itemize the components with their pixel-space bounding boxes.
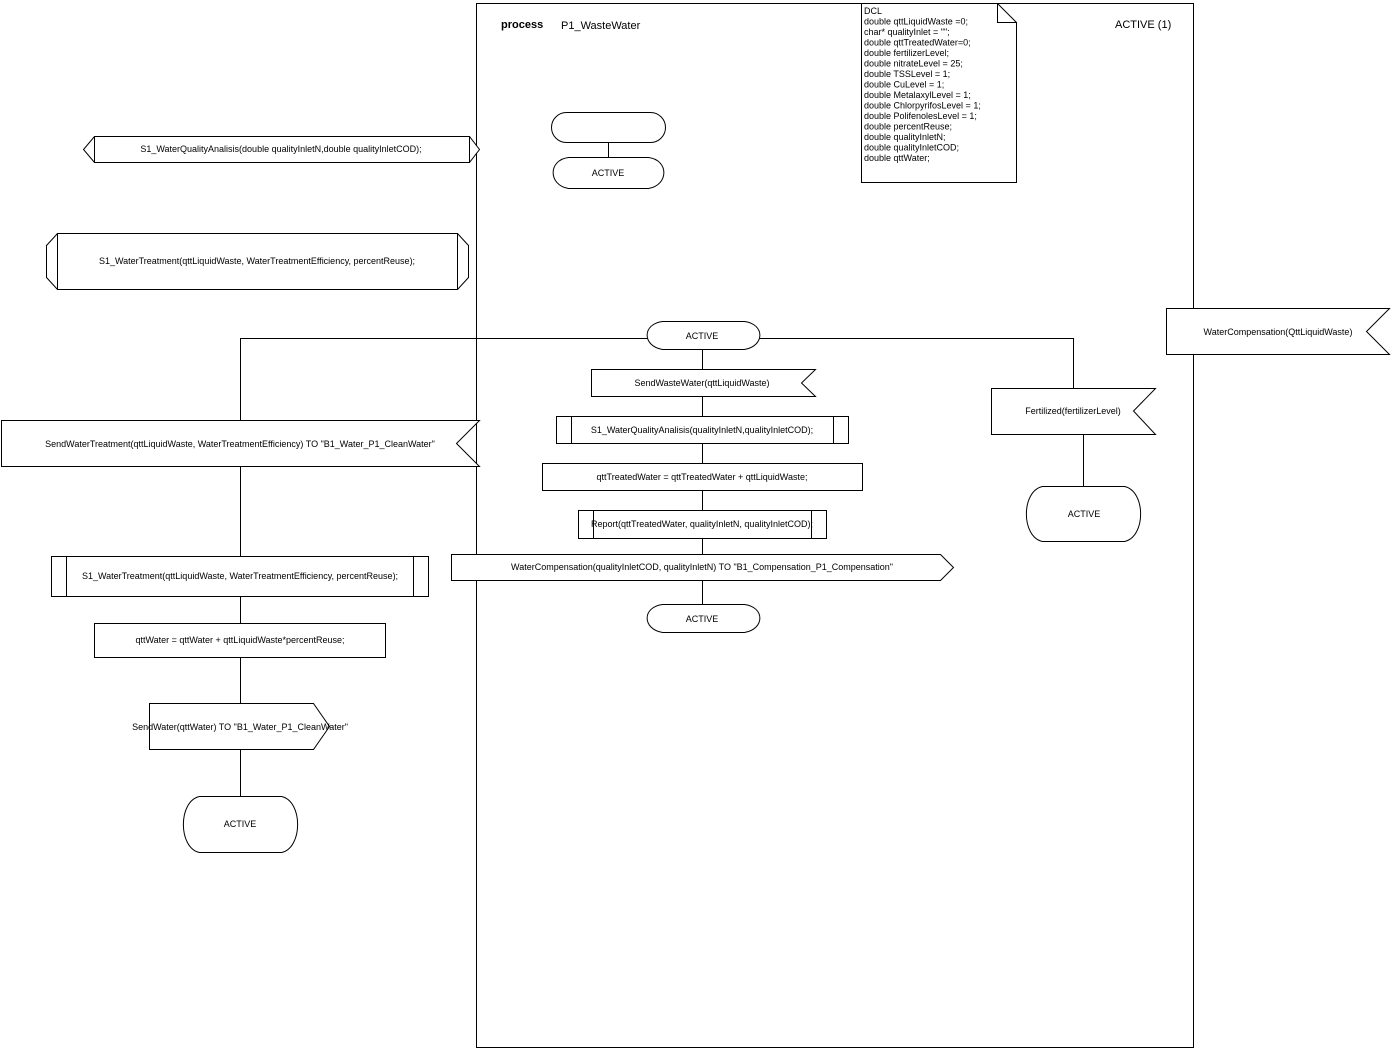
call-report-label: Report(qttTreatedWater, qualityInletN, q…: [591, 519, 813, 529]
dcl-fold-corner: [997, 3, 1017, 23]
dcl-line: double CuLevel = 1;: [864, 80, 944, 90]
dcl-text-symbol: [861, 3, 1017, 183]
input-send-water-treatment-label: SendWaterTreatment(qttLiquidWaste, Water…: [45, 439, 435, 449]
dcl-line: double qualityInletCOD;: [864, 143, 959, 153]
input-send-water-treatment: [1, 420, 481, 467]
output-water-compensation-label: WaterCompensation(qualityInletCOD, quali…: [511, 562, 893, 572]
state-active-right-label: ACTIVE: [1068, 509, 1101, 519]
signal-water-compensation-external-label: WaterCompensation(QttLiquidWaste): [1204, 327, 1353, 337]
dcl-line: double MetalaxylLevel = 1;: [864, 90, 971, 100]
process-name: P1_WasteWater: [561, 20, 641, 32]
dcl-line: double qttTreatedWater=0;: [864, 38, 971, 48]
input-send-waste-water-label: SendWasteWater(qttLiquidWaste): [634, 378, 769, 388]
call-water-treatment-label: S1_WaterTreatment(qttLiquidWaste, WaterT…: [82, 571, 398, 581]
task-qtt-water: [94, 623, 386, 658]
signal-water-compensation-external: [1166, 308, 1391, 355]
call-water-quality-analysis-label: S1_WaterQualityAnalisis(qualityInletN,qu…: [591, 425, 813, 435]
task-treated-water: [542, 463, 863, 491]
state-active-main-label: ACTIVE: [686, 331, 719, 341]
input-send-waste-water: [591, 369, 817, 397]
dcl-line: double qttWater;: [864, 153, 930, 163]
procedure-decl-quality-label: S1_WaterQualityAnalisis(double qualityIn…: [140, 144, 421, 154]
state-active-main-next: [646, 604, 761, 633]
dcl-line: DCL: [864, 6, 882, 16]
page-label: ACTIVE (1): [1115, 19, 1171, 31]
output-send-water: [149, 703, 331, 750]
state-active-right: [1025, 486, 1142, 542]
dcl-line: double fertilizerLevel;: [864, 48, 949, 58]
state-active-main-next-label: ACTIVE: [686, 614, 719, 624]
dcl-line: double qualityInletN;: [864, 132, 946, 142]
state-active-left-label: ACTIVE: [224, 819, 257, 829]
state-active-main: [646, 321, 761, 350]
dcl-line: double qttLiquidWaste =0;: [864, 17, 968, 27]
output-water-compensation: [451, 554, 955, 581]
dcl-line: double percentReuse;: [864, 122, 952, 132]
dcl-line: char* qualityInlet = "";: [864, 27, 950, 37]
procedure-decl-treatment-label: S1_WaterTreatment(qttLiquidWaste, WaterT…: [99, 256, 415, 266]
start-symbol: [551, 112, 666, 143]
dcl-line: double TSSLevel = 1;: [864, 69, 950, 79]
input-fertilized-label: Fertilized(fertilizerLevel): [1025, 406, 1121, 416]
dcl-line: double nitrateLevel = 25;: [864, 59, 963, 69]
state-active-left: [182, 796, 299, 853]
state-start-active-label: ACTIVE: [592, 168, 625, 178]
call-report: [578, 510, 827, 539]
state-start-active: [552, 157, 665, 189]
dcl-line: double ChlorpyrifosLevel = 1;: [864, 101, 981, 111]
task-qtt-water-label: qttWater = qttWater + qttLiquidWaste*per…: [135, 635, 344, 645]
flow-right-branch: [759, 338, 1074, 388]
call-water-quality-analysis: [556, 416, 849, 444]
dcl-line: double PolifenolesLevel = 1;: [864, 111, 977, 121]
process-keyword: process: [501, 19, 543, 31]
task-treated-water-label: qttTreatedWater = qttTreatedWater + qttL…: [597, 472, 808, 482]
flow-left-branch: [240, 338, 648, 420]
input-fertilized: [991, 388, 1157, 435]
call-water-treatment: [51, 556, 429, 597]
output-send-water-label: SendWater(qttWater) TO "B1_Water_P1_Clea…: [132, 722, 348, 732]
